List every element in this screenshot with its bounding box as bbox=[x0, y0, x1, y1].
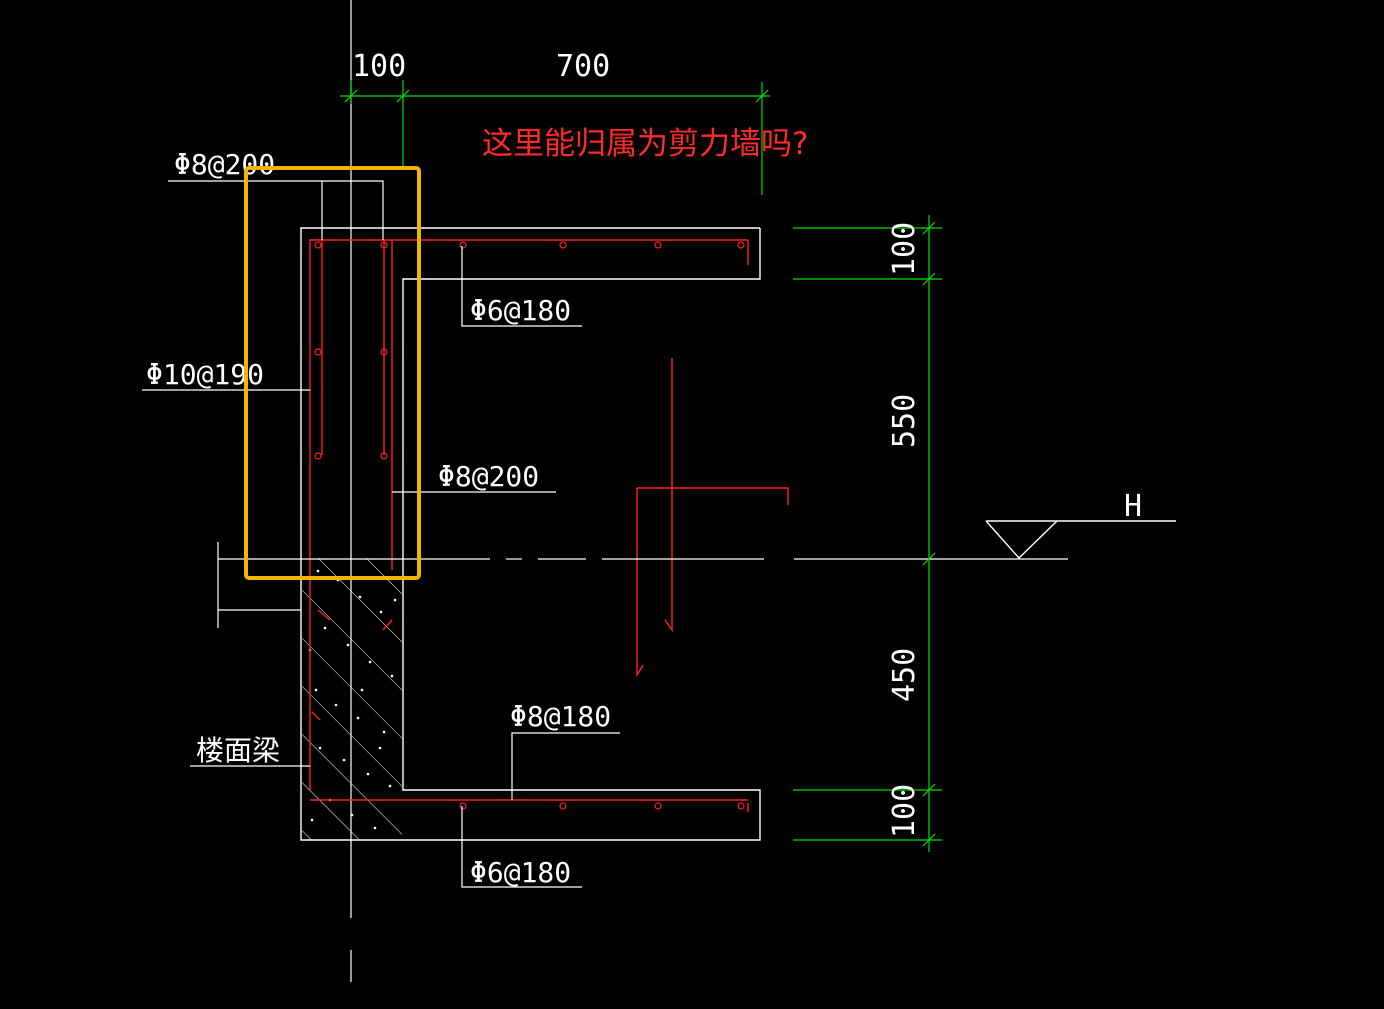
label-top-stirrup: Φ8@200 bbox=[174, 148, 275, 181]
label-bottom-slab-top: Φ8@180 bbox=[510, 700, 611, 733]
dim-top-left: 100 bbox=[352, 49, 406, 84]
rebar-lines bbox=[309, 239, 789, 812]
dim-right-mid: 550 bbox=[887, 394, 922, 448]
dim-right-low: 450 bbox=[887, 648, 922, 702]
label-bottom-slab-bottom: Φ6@180 bbox=[470, 856, 571, 889]
question-text: 这里能归属为剪力墙吗? bbox=[482, 126, 808, 162]
rebar-dots bbox=[314, 241, 745, 810]
floor-beam-hatch bbox=[302, 558, 402, 840]
elevation-symbol bbox=[985, 520, 1176, 560]
label-floor-beam: 楼面梁 bbox=[196, 734, 280, 767]
dim-top-right: 700 bbox=[556, 49, 610, 84]
concrete-outline bbox=[300, 227, 761, 841]
elevation-label: H bbox=[1124, 489, 1142, 524]
dimension-lines bbox=[340, 80, 942, 852]
highlight-box bbox=[244, 166, 421, 580]
dim-right-top: 100 bbox=[887, 222, 922, 276]
dim-right-bottom: 100 bbox=[887, 784, 922, 838]
label-top-slab: Φ6@180 bbox=[470, 294, 571, 327]
label-wall-stirrup: Φ8@200 bbox=[438, 460, 539, 493]
leader-lines bbox=[142, 180, 620, 888]
